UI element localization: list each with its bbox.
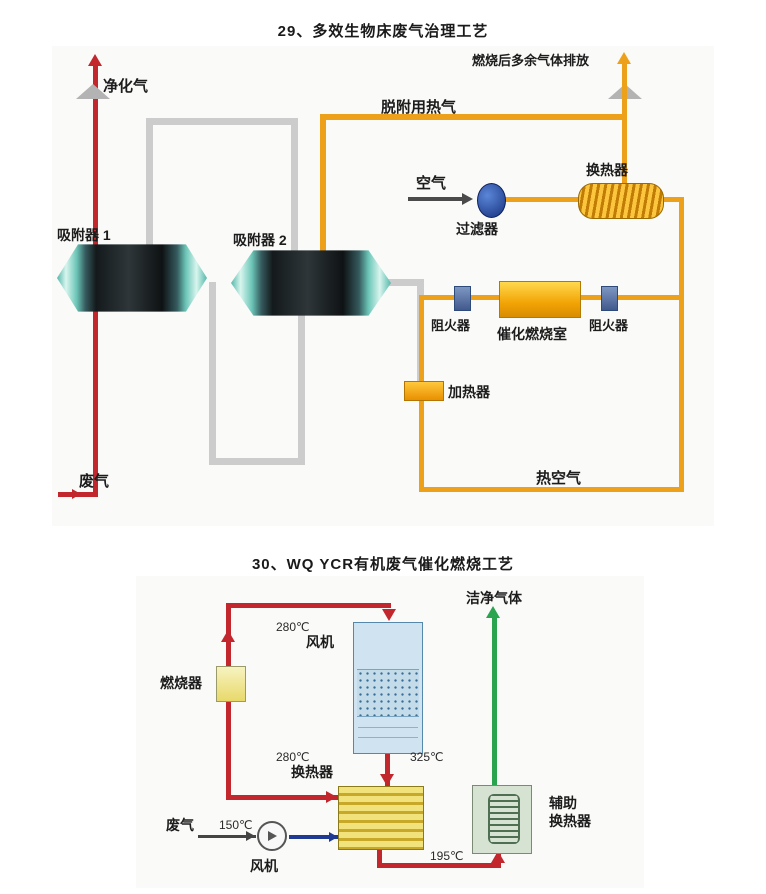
pipe-exhaust-vertical: [622, 64, 627, 186]
diagram1-title: 29、多效生物床废气治理工艺: [277, 23, 489, 40]
pipe2-top-horizontal: [226, 603, 391, 608]
fan-line-1: [358, 727, 418, 728]
arrow-air-in: [462, 193, 473, 205]
label-heater: 加热器: [448, 384, 490, 400]
arrow-waste-gas-in: [72, 489, 81, 499]
pipe-gray-top-horizontal: [146, 118, 298, 125]
label-temp-280-bottom: 280℃: [276, 750, 310, 764]
label-waste-gas: 废气: [79, 473, 110, 490]
arrow2-into-aux: [491, 851, 505, 863]
label-flame-arrester-right: 阻火器: [589, 318, 629, 333]
pipe-hx-to-right: [658, 197, 684, 202]
label-temp-195: 195℃: [430, 849, 464, 863]
label-temp-325: 325℃: [410, 750, 444, 764]
label-burner: 燃烧器: [160, 675, 202, 691]
pipe2-bottom-horizontal: [377, 863, 501, 868]
pipe-right-vertical: [679, 197, 684, 492]
pipe2-waste-inlet: [198, 835, 256, 838]
arrow2-into-fan: [382, 609, 396, 621]
label-fan-top: 风机: [306, 634, 334, 650]
flame-arrester-left: [454, 286, 471, 311]
arrow2-clean-gas-up: [486, 606, 500, 618]
label-heat-exchanger: 换热器: [586, 162, 628, 178]
pipe-gray-bottom-horizontal: [209, 458, 305, 465]
pipe2-fan-outlet-blue: [289, 835, 339, 839]
vent-stack-left-icon: [76, 84, 110, 99]
label-fan-bottom: 风机: [250, 858, 278, 874]
label-clean-gas: 洁净气体: [466, 590, 522, 606]
pipe2-left-vertical: [226, 700, 231, 800]
pipe-gray-bottom-left-vertical: [209, 282, 216, 465]
fan-line-2: [358, 737, 418, 738]
arrow-purified-gas-up: [88, 54, 102, 66]
pipe-hot-air-loop: [419, 487, 684, 492]
adsorber1-vessel: [57, 244, 207, 312]
catalytic-combustion-chamber: [499, 281, 581, 318]
label-adsorber2: 吸附器 2: [233, 232, 287, 248]
pipe-gray-to-adsorber1: [146, 118, 153, 249]
fan-tower: [353, 622, 423, 754]
aux-coil-icon: [488, 794, 520, 844]
aux-heat-exchanger: [472, 785, 532, 854]
pipe2-clean-gas-vertical: [492, 618, 497, 786]
pipe-gray-bottom-right-vertical: [298, 312, 305, 465]
fan-packing-dots: [357, 669, 419, 717]
arrow-exhaust-up: [617, 52, 631, 64]
flame-arrester-right: [601, 286, 618, 311]
pipe-air-inlet: [408, 197, 464, 201]
label-waste-gas-2: 废气: [166, 817, 194, 833]
label-temp-280-top: 280℃: [276, 620, 310, 634]
diagram2-title: 30、WQ YCR有机废气催化燃烧工艺: [251, 556, 515, 573]
pipe-adsorber2-outlet: [386, 279, 424, 286]
arrow2-waste-in: [246, 831, 255, 841]
heater-unit: [404, 381, 444, 401]
heat-exchanger-coil: [578, 183, 664, 219]
pipe-desorption-drop: [320, 114, 326, 259]
label-desorption-hot-gas: 脱附用热气: [381, 99, 457, 116]
label-adsorber1: 吸附器 1: [57, 227, 111, 243]
label-hot-air: 热空气: [536, 470, 582, 487]
label-aux-hx-line2: 换热器: [549, 813, 591, 829]
pipe2-fan-to-hx: [385, 752, 390, 786]
pipe-gray-to-adsorber2: [291, 118, 298, 255]
label-temp-150: 150℃: [219, 818, 253, 832]
label-purified-gas: 净化气: [103, 78, 149, 95]
arrow2-fan-down: [380, 774, 394, 786]
label-catalytic-chamber: 催化燃烧室: [497, 326, 567, 342]
label-filter: 过滤器: [456, 221, 498, 237]
adsorber2-vessel: [231, 250, 391, 316]
pipe2-hx-bottom-drop: [377, 848, 382, 868]
fan-blade-icon: [268, 831, 277, 841]
label-air: 空气: [416, 175, 447, 192]
burner-unit: [216, 666, 246, 702]
heat-exchanger-2: [338, 786, 424, 850]
label-heat-exchanger-2: 换热器: [291, 764, 333, 780]
label-excess-gas-discharge: 燃烧后多余气体排放: [472, 53, 590, 68]
arrow2-into-hx: [326, 791, 337, 803]
filter-unit: [477, 183, 506, 218]
pipe-desorption-horizontal: [320, 114, 625, 120]
label-flame-arrester-left: 阻火器: [431, 318, 471, 333]
fan-circle: [257, 821, 287, 851]
label-aux-hx-line1: 辅助: [549, 795, 577, 811]
pipe-filter-to-hx: [504, 197, 580, 202]
arrow2-blue-into-hx: [329, 832, 338, 842]
arrow2-riser-up: [221, 630, 235, 642]
pipe2-to-hx-horizontal: [226, 795, 340, 800]
